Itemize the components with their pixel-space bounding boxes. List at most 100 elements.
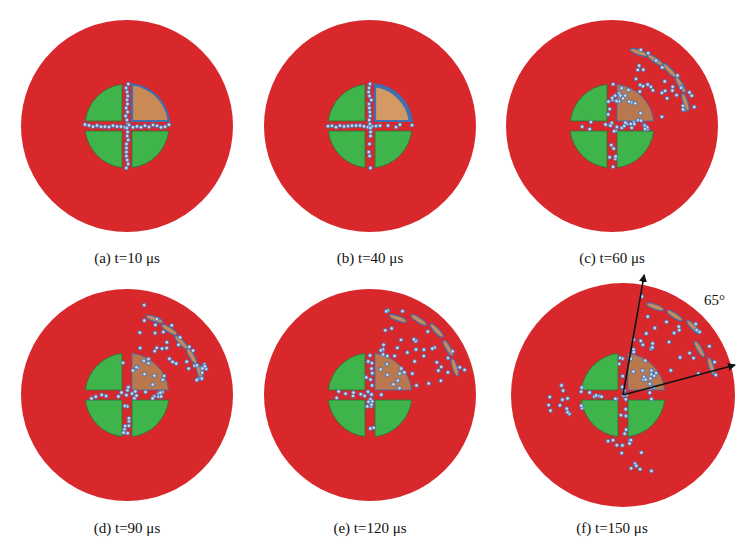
particle xyxy=(135,394,139,398)
particle xyxy=(142,319,146,323)
particle xyxy=(369,126,373,130)
particle xyxy=(399,338,403,342)
particle xyxy=(641,68,645,72)
fragment xyxy=(389,313,408,324)
particle xyxy=(154,323,158,327)
particle xyxy=(390,327,394,331)
particle xyxy=(370,384,374,388)
particle xyxy=(191,349,195,353)
particle xyxy=(359,392,363,396)
particle xyxy=(611,165,615,169)
particle xyxy=(119,125,123,129)
particle xyxy=(549,409,553,413)
particle xyxy=(130,392,134,396)
fragment xyxy=(410,313,428,327)
particle xyxy=(620,86,624,90)
particle xyxy=(161,330,165,334)
particle xyxy=(643,127,647,131)
particle xyxy=(650,369,654,373)
orange-quadrant xyxy=(375,353,412,390)
particle xyxy=(370,393,374,397)
green-quadrant xyxy=(328,131,365,168)
green-quadrant xyxy=(581,400,618,437)
particle xyxy=(135,365,139,369)
particle xyxy=(131,125,135,129)
particle xyxy=(646,83,650,87)
particle xyxy=(451,349,455,353)
particle xyxy=(608,107,612,111)
particle xyxy=(681,104,685,108)
particle xyxy=(90,397,94,401)
particle xyxy=(200,377,204,381)
particle xyxy=(344,392,348,396)
particle xyxy=(427,382,431,386)
particle xyxy=(613,397,617,401)
particle xyxy=(125,142,129,146)
particle xyxy=(644,332,648,336)
particle xyxy=(463,368,467,372)
green-quadrant xyxy=(85,400,122,437)
particle xyxy=(640,451,644,455)
particle xyxy=(430,347,434,351)
particle xyxy=(615,443,619,447)
fragment xyxy=(185,347,198,365)
particle xyxy=(379,349,383,353)
panel xyxy=(264,20,476,232)
particle xyxy=(671,85,675,89)
particle xyxy=(369,130,373,134)
particle xyxy=(364,376,368,380)
particle xyxy=(370,393,374,397)
particle xyxy=(412,338,416,342)
particle xyxy=(611,82,615,86)
particle xyxy=(94,395,98,399)
particle xyxy=(362,124,366,128)
particle xyxy=(547,403,551,407)
particle xyxy=(126,110,130,114)
particle xyxy=(665,320,669,324)
particle xyxy=(151,397,155,401)
particle xyxy=(398,372,402,376)
particle xyxy=(370,367,374,371)
particle xyxy=(641,343,645,347)
particle xyxy=(558,403,562,407)
panel-caption: (b) t=40 μs xyxy=(337,250,404,267)
particle xyxy=(346,124,350,128)
particle xyxy=(125,393,129,397)
panel xyxy=(511,283,735,507)
particle xyxy=(398,386,402,390)
particle xyxy=(125,158,129,162)
green-quadrant xyxy=(375,131,412,168)
particle xyxy=(379,367,383,371)
particle xyxy=(160,347,164,351)
particle xyxy=(398,123,402,127)
particle xyxy=(195,363,199,367)
particle xyxy=(560,384,564,388)
particle xyxy=(694,322,698,326)
particle xyxy=(383,328,387,332)
particle xyxy=(561,389,565,393)
panel-caption: (f) t=150 μs xyxy=(576,520,648,537)
panel-caption: (c) t=60 μs xyxy=(579,250,645,267)
particle xyxy=(639,111,643,115)
green-quadrant xyxy=(328,84,365,121)
particle xyxy=(165,346,169,350)
particle xyxy=(111,124,115,128)
fragment xyxy=(666,309,684,323)
green-quadrant xyxy=(570,131,607,168)
particle xyxy=(125,134,129,138)
particle xyxy=(663,89,667,93)
particle xyxy=(374,124,378,128)
particle xyxy=(624,414,628,418)
particle xyxy=(621,97,625,101)
particle xyxy=(125,154,129,158)
angle-label: 65° xyxy=(704,292,725,309)
particle xyxy=(161,378,165,382)
particle xyxy=(139,125,143,129)
particle xyxy=(439,365,443,369)
particle xyxy=(654,59,658,63)
particle xyxy=(159,395,163,399)
particle xyxy=(618,356,622,360)
particle xyxy=(660,115,664,119)
particle xyxy=(633,101,637,105)
particle xyxy=(125,150,129,154)
